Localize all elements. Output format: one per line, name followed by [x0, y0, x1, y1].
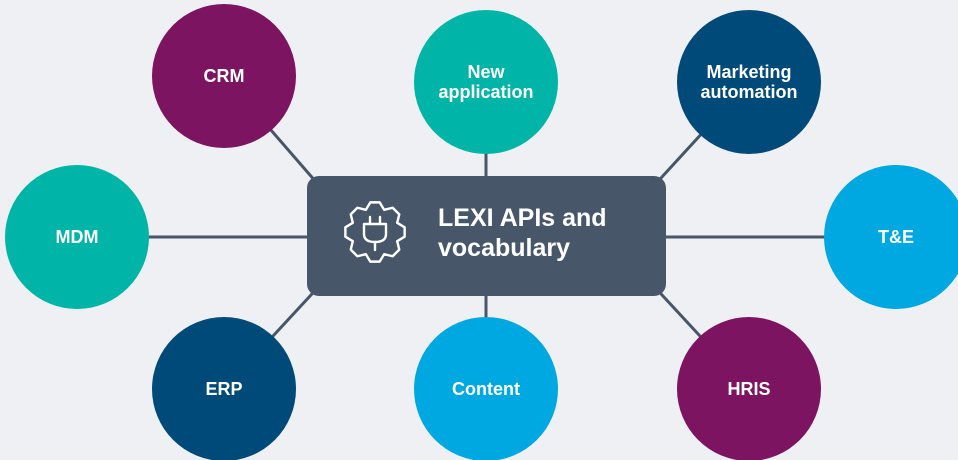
node-label-erp: ERP [205, 379, 242, 399]
node-content: Content [414, 317, 558, 460]
hub: LEXI APIs and vocabulary [307, 176, 666, 296]
node-circle-crm [152, 4, 296, 148]
node-circle-marketing-automation [677, 10, 821, 154]
hub-title: LEXI APIs and vocabulary [438, 204, 614, 262]
node-label-line: MDM [56, 227, 99, 247]
node-label-line: Content [452, 379, 520, 399]
node-hris: HRIS [677, 317, 821, 460]
node-label-crm: CRM [204, 66, 245, 86]
node-label-line: application [438, 82, 533, 102]
node-label-line: T&E [878, 227, 914, 247]
node-crm: CRM [152, 4, 296, 148]
node-label-line: CRM [204, 66, 245, 86]
node-erp: ERP [152, 317, 296, 460]
node-t-and-e: T&E [824, 165, 958, 309]
node-label-mdm: MDM [56, 227, 99, 247]
node-label-line: HRIS [727, 379, 770, 399]
node-label-t-and-e: T&E [878, 227, 914, 247]
node-label-line: Marketing [706, 62, 791, 82]
node-label-content: Content [452, 379, 520, 399]
node-label-hris: HRIS [727, 379, 770, 399]
node-circle-content [414, 317, 558, 460]
node-circle-new-application [414, 10, 558, 154]
node-circle-hris [677, 317, 821, 460]
gear-plug-icon [344, 201, 406, 263]
node-mdm: MDM [5, 165, 149, 309]
node-circle-erp [152, 317, 296, 460]
node-label-line: automation [701, 82, 798, 102]
node-circle-mdm [5, 165, 149, 309]
node-circle-t-and-e [824, 165, 958, 309]
node-label-line: ERP [205, 379, 242, 399]
hub-box [307, 176, 666, 296]
node-label-line: New [467, 62, 505, 82]
